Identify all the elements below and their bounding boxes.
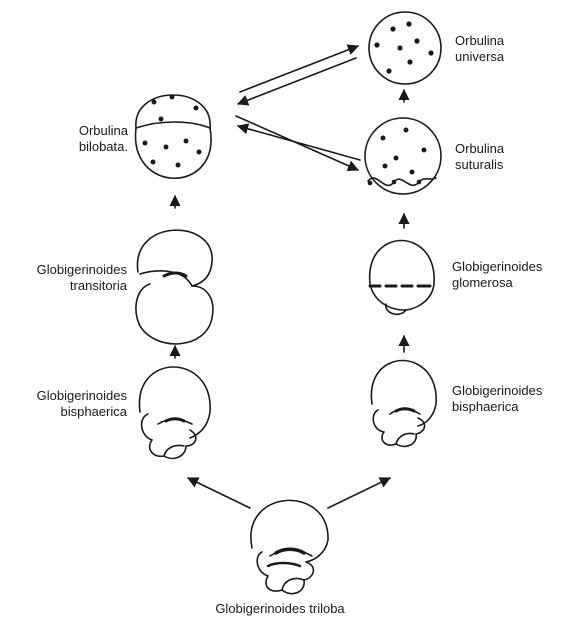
label-triloba: Globigerinoides triloba — [170, 601, 390, 617]
orbulina-bilobata-shell — [136, 95, 212, 179]
glomerosa-shell — [370, 241, 435, 315]
bisphaerica-left-shell — [139, 367, 210, 458]
transitoria-shell — [136, 230, 213, 344]
triloba-shell — [251, 500, 328, 593]
orbulina-universa-shell — [369, 12, 441, 84]
bisphaerica-right-shell — [371, 361, 436, 447]
orbulina-suturalis-shell — [365, 118, 441, 194]
